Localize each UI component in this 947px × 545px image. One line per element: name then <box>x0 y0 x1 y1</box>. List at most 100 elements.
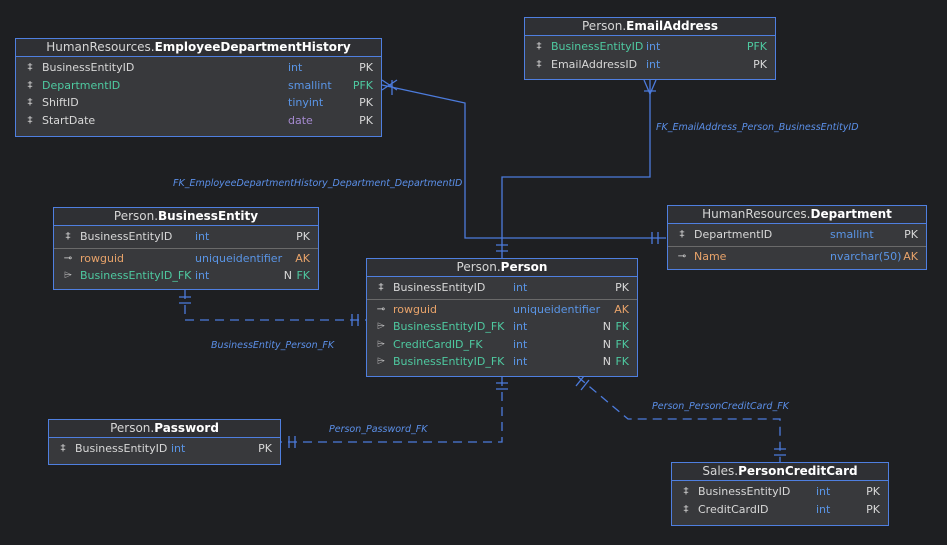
one-marker <box>774 448 786 456</box>
column-nullable: N <box>602 355 611 368</box>
key-icon: ‡ <box>378 282 384 293</box>
entity-name: PersonCreditCard <box>738 464 858 478</box>
column-type: int <box>288 61 303 74</box>
one-marker <box>288 436 296 448</box>
column-type: smallint <box>830 228 874 241</box>
column-key: PK <box>359 96 373 109</box>
column-key: PFK <box>352 78 373 92</box>
entity-header: HumanResources.EmployeeDepartmentHistory <box>16 39 381 57</box>
entity-header: HumanResources.Department <box>668 206 926 224</box>
one-marker <box>496 244 508 252</box>
column-name: DepartmentID <box>694 228 773 241</box>
column-type: int <box>513 355 528 368</box>
entity-header: Person.Person <box>367 259 637 277</box>
one-marker <box>496 382 508 390</box>
entity-header: Person.Password <box>49 420 280 438</box>
entity-header: Sales.PersonCreditCard <box>672 463 888 481</box>
foreign-key-icon: ⌲ <box>377 321 385 332</box>
entity-department[interactable]: HumanResources.Department ‡ DepartmentID sm… <box>667 205 927 270</box>
column-name: Name <box>694 249 727 263</box>
column-key: PFK <box>746 40 767 53</box>
key-icon: ‡ <box>683 503 689 515</box>
entity-schema: Person. <box>582 19 627 33</box>
one-marker <box>179 296 191 304</box>
relationship-label: Person_PersonCreditCard_FK <box>652 401 789 412</box>
key-icon: ‡ <box>683 486 689 497</box>
relationship-label: Person_Password_FK <box>329 424 428 435</box>
column-key: AK <box>295 251 310 265</box>
column-type: uniqueidentifier <box>513 302 601 316</box>
key-icon: ‡ <box>679 229 685 240</box>
entity-schema: Sales. <box>702 464 739 478</box>
column-key: AK <box>614 302 629 316</box>
column-name: BusinessEntityID_FK <box>80 269 192 282</box>
alternate-key-icon: ⊸ <box>677 250 687 262</box>
column-name: BusinessEntityID <box>75 442 168 455</box>
column-key: FK <box>615 337 629 351</box>
one-marker <box>575 375 590 391</box>
entity-name: Password <box>154 421 219 435</box>
column-key: FK <box>615 355 629 368</box>
entity-schema: Person. <box>113 209 159 223</box>
column-nullable: N <box>283 269 292 282</box>
crowfoot-marker <box>381 79 398 95</box>
column-key: PK <box>296 230 310 243</box>
column-type: int <box>513 337 528 351</box>
key-icon: ‡ <box>27 62 33 73</box>
column-name: StartDate <box>42 113 96 127</box>
rel-line-be-person <box>184 290 366 321</box>
entity-employee-department-history[interactable]: HumanResources.EmployeeDepartmentHistory… <box>15 38 382 137</box>
key-icon: ‡ <box>60 443 66 454</box>
column-name: rowguid <box>80 251 124 265</box>
column-name: BusinessEntityID <box>698 485 791 498</box>
column-type: int <box>195 230 210 243</box>
column-type: int <box>513 320 528 333</box>
crowfoot-marker <box>643 79 657 96</box>
column-key: PK <box>615 281 629 294</box>
entity-schema: HumanResources. <box>46 40 155 54</box>
entity-header: Person.BusinessEntity <box>54 208 318 226</box>
one-marker <box>651 232 659 244</box>
column-key: PK <box>258 442 272 455</box>
column-name: BusinessEntityID_FK <box>393 320 505 333</box>
rel-line-email-person <box>501 80 651 258</box>
entity-name: EmailAddress <box>626 19 718 33</box>
column-key: FK <box>615 320 629 333</box>
column-name: BusinessEntityID_FK <box>393 355 505 368</box>
column-name: EmailAddressID <box>551 57 638 71</box>
column-type: tinyint <box>288 96 324 109</box>
entity-schema: HumanResources. <box>702 207 811 221</box>
column-type: uniqueidentifier <box>195 251 283 265</box>
column-type: int <box>513 281 528 294</box>
key-icon: ‡ <box>27 114 33 126</box>
